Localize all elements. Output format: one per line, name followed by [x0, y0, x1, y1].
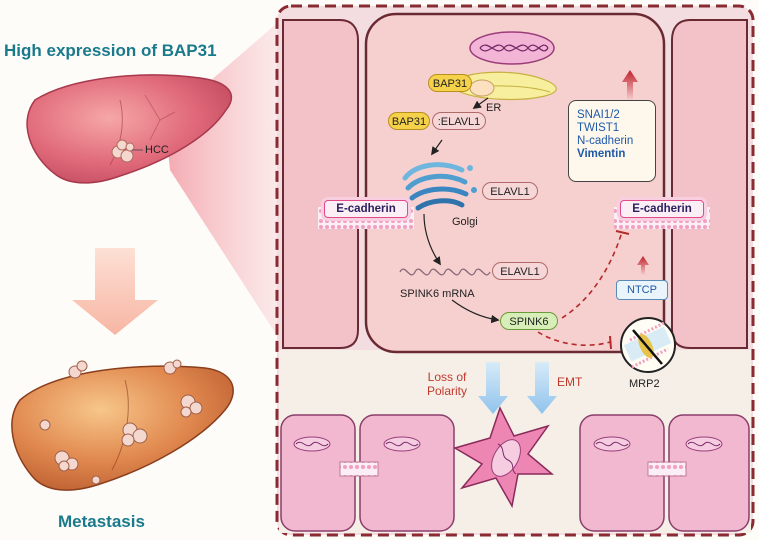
bottom-right-cells	[579, 414, 750, 532]
bap31-complex: BAP31	[388, 112, 430, 130]
left-neighbor-cell	[282, 19, 359, 349]
marker-vimentin: Vimentin	[577, 148, 626, 160]
label-hcc: HCC	[145, 144, 169, 156]
spink6-mrna-strand	[399, 268, 491, 276]
spink6-inhibits-ecadherin	[561, 231, 623, 319]
spink6-inhibits-mrp2	[537, 331, 611, 346]
hcc-liver	[26, 74, 233, 184]
loss-of-polarity-arrow	[478, 362, 508, 414]
tumor-nodule	[111, 139, 135, 163]
spink6-protein: SPINK6	[500, 312, 558, 330]
elavl1-golgi: ELAVL1	[482, 182, 538, 200]
title-high-expression: High expression of BAP31	[4, 41, 217, 60]
label-mrp2: MRP2	[629, 378, 660, 390]
metastatic-nodules	[39, 359, 203, 485]
mrp2-transporter	[620, 317, 676, 373]
elavl1-mrna: ELAVL1	[492, 262, 548, 280]
emt-markers-box: SNAI1/2 TWIST1 N-cadherin Vimentin	[568, 100, 656, 182]
elavl1-complex: :ELAVL1	[432, 112, 486, 130]
mesenchymal-cell	[453, 406, 555, 509]
label-metastasis: Metastasis	[58, 512, 145, 531]
label-spink6-mrna: SPINK6 mRNA	[400, 288, 475, 300]
loss-of-polarity-line2: Polarity	[427, 384, 468, 398]
bottom-left-cells	[280, 414, 455, 532]
e-cadherin-left: E-cadherin	[324, 200, 408, 218]
emt-arrow	[527, 362, 557, 414]
marker-ncadherin: N-cadherin	[577, 135, 634, 147]
upregulation-arrow	[622, 70, 638, 100]
right-neighbor-cell	[671, 19, 748, 349]
ntcp-box: NTCP	[616, 280, 668, 300]
label-er: ER	[486, 102, 502, 114]
ntcp-upregulation-arrow	[637, 256, 649, 275]
progression-arrow	[72, 248, 158, 335]
loss-of-polarity-line1: Loss of	[427, 370, 467, 384]
zoom-beam	[165, 18, 283, 345]
bap31-protein: BAP31	[428, 74, 472, 92]
golgi	[401, 162, 477, 213]
marker-twist: TWIST1	[577, 122, 620, 134]
nucleus	[469, 31, 555, 65]
label-emt: EMT	[557, 375, 583, 389]
label-golgi: Golgi	[452, 216, 478, 228]
e-cadherin-right: E-cadherin	[620, 200, 704, 218]
marker-snai: SNAI1/2	[577, 109, 620, 121]
label-loss-of-polarity: Loss of Polarity	[427, 370, 467, 398]
